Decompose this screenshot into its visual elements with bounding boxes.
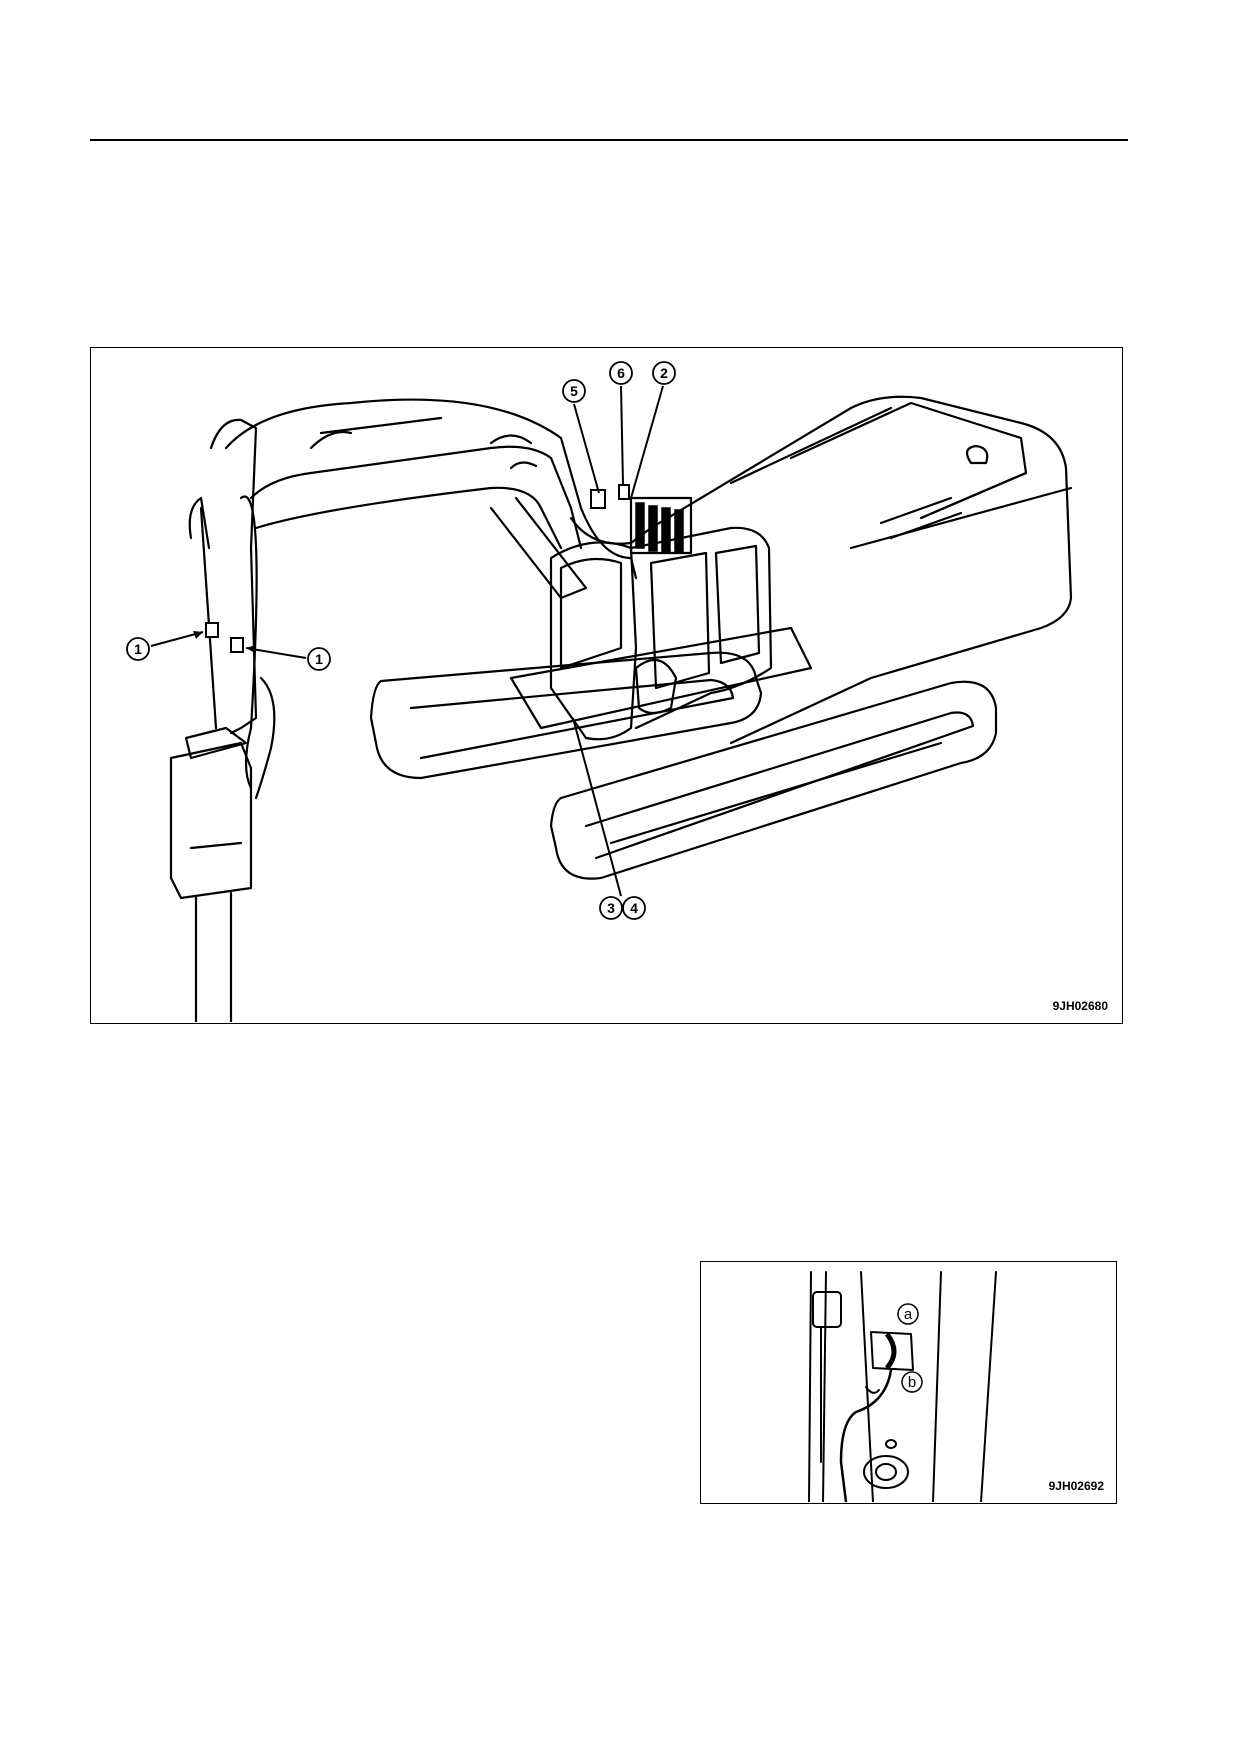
callout-6-label: 6	[617, 365, 625, 381]
header-rule	[90, 139, 1128, 141]
callout-3	[599, 896, 623, 920]
callout-1-left-label: 1	[134, 641, 142, 657]
callout-b-label: b	[908, 1374, 916, 1391]
callout-1-right	[307, 647, 331, 671]
callout-2-label: 2	[660, 365, 668, 381]
callout-2	[652, 361, 676, 385]
figure-code: 9JH02692	[1048, 1479, 1104, 1493]
excavator-breaker-figure: 1 1 5 6 2 3 4 9JH02680	[90, 347, 1123, 1024]
callout-a-label: a	[904, 1306, 913, 1323]
stop-valve-detail-figure: a b 9JH02692	[700, 1261, 1117, 1504]
callout-a	[897, 1303, 919, 1325]
callout-1-left	[126, 637, 150, 661]
stop-valve-illustration: a b	[808, 1271, 997, 1502]
callout-4	[622, 896, 646, 920]
figure-code: 9JH02680	[1052, 999, 1108, 1013]
callout-1-right-label: 1	[315, 651, 323, 667]
callout-5-label: 5	[570, 383, 578, 399]
callout-6	[609, 361, 633, 385]
callout-3-label: 3	[607, 900, 615, 916]
callout-5	[562, 379, 586, 403]
callout-4-label: 4	[630, 900, 638, 916]
callout-b	[901, 1371, 923, 1393]
excavator-illustration: 1 1 5 6 2 3 4	[126, 361, 1073, 1022]
